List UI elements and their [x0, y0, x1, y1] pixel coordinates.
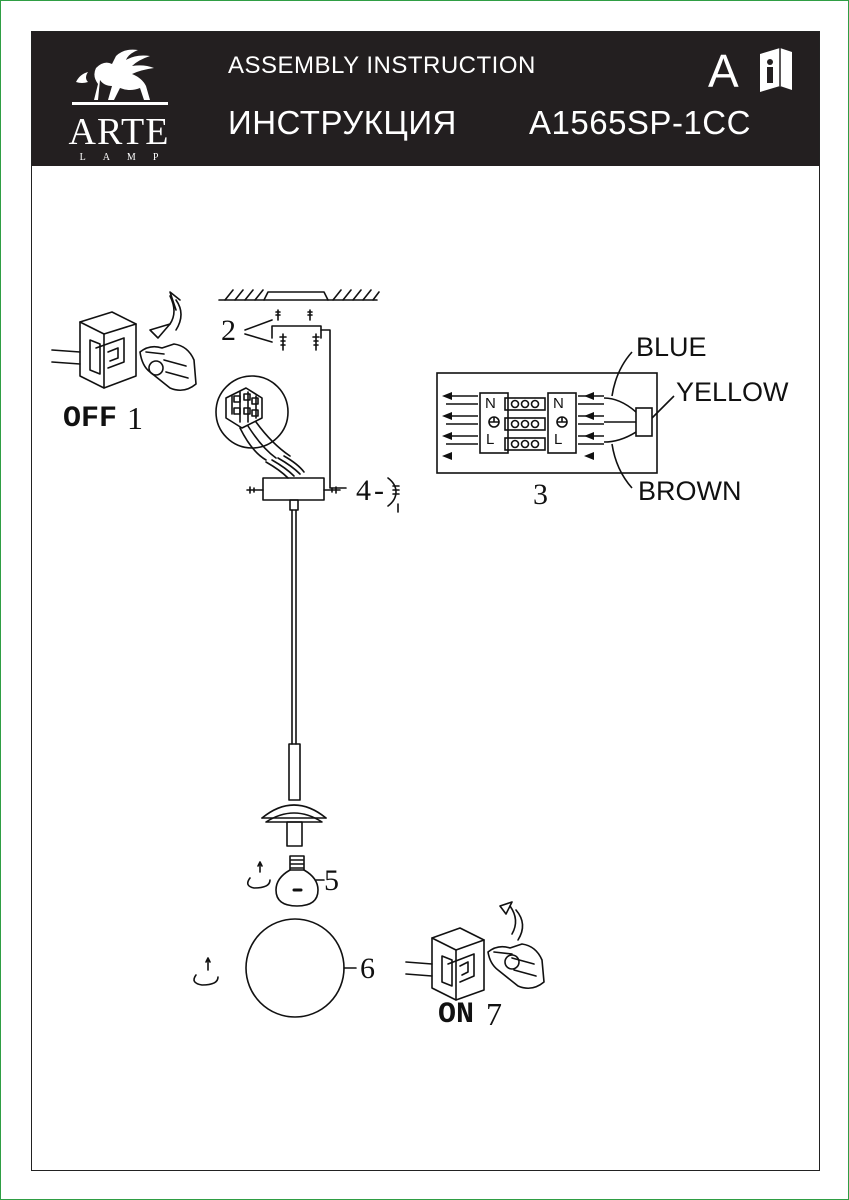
wiring-detail-magnifier: [215, 375, 305, 479]
griffin-icon: [72, 49, 168, 105]
step-2-number: 2: [221, 314, 236, 347]
page-border: [31, 31, 820, 1171]
info-book-icon: [760, 48, 792, 92]
title-english: ASSEMBLY INSTRUCTION: [228, 52, 536, 79]
step-1-number: 1: [127, 400, 143, 436]
suspension-cord: [291, 509, 297, 745]
step-4-number: 4: [356, 474, 371, 507]
ground-symbols: [488, 416, 568, 428]
wire-label-brown: BROWN: [638, 476, 742, 506]
step-7-word: ON: [438, 998, 475, 1032]
step-7-number: 7: [486, 996, 502, 1032]
switch-off-illustration: [51, 291, 197, 392]
terminal-mark-l-right: L: [554, 431, 563, 448]
header-bar: ARTE LAMP ASSEMBLY INSTRUCTION ИНСТРУКЦИ…: [32, 32, 819, 166]
step-6-number: 6: [360, 952, 375, 985]
brand-name: ARTE: [68, 111, 170, 153]
wire-label-yellow: YELLOW: [676, 377, 789, 407]
terminal-arrows: [442, 392, 594, 460]
step-4-dash: -: [374, 474, 384, 507]
mounting-bracket: [244, 309, 347, 489]
brand-tagline: LAMP: [79, 152, 176, 163]
switch-on-illustration: [405, 901, 545, 1001]
step-3-number: 3: [533, 478, 548, 511]
terminal-mark-n-right: N: [553, 395, 564, 412]
terminal-mark-l-left: L: [486, 431, 495, 448]
glass-shade: [193, 918, 357, 1018]
bulb-illustration: [246, 855, 325, 907]
title-russian: ИНСТРУКЦИЯ: [228, 104, 457, 141]
canopy: [246, 477, 341, 511]
model-number: A1565SP-1CC: [529, 104, 751, 141]
energy-class-letter: A: [708, 45, 739, 97]
step-1-word: OFF: [63, 402, 118, 436]
wire-label-blue: BLUE: [636, 332, 707, 362]
brand-logo: ARTE LAMP: [54, 42, 184, 163]
ceiling-hatch: [218, 289, 380, 301]
step-5-number: 5: [324, 864, 339, 897]
terminal-mark-n-left: N: [485, 395, 496, 412]
lamp-holder: [261, 743, 327, 847]
terminal-block-diagram: [436, 351, 675, 489]
screw-turn-mark: [387, 477, 397, 507]
